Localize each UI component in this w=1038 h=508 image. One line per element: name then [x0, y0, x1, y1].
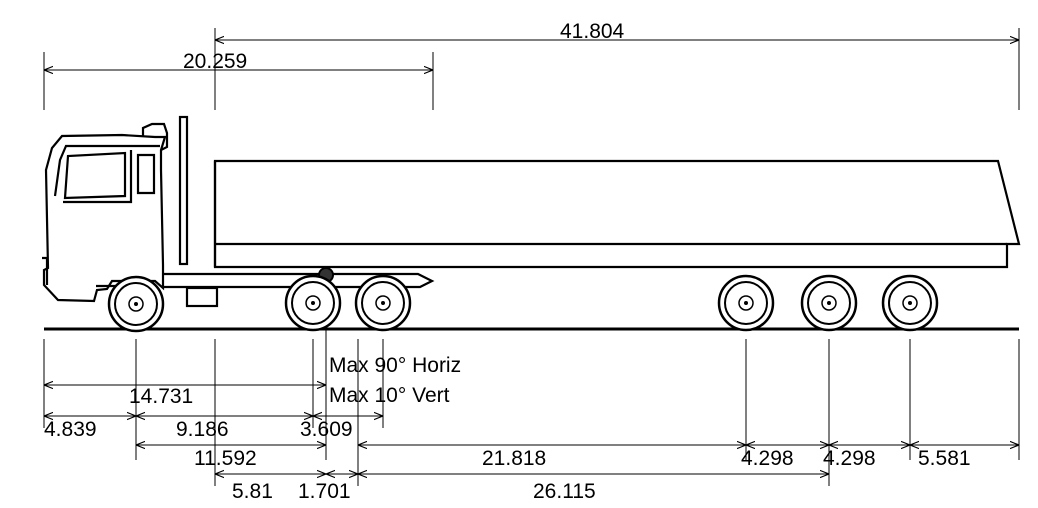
trailer	[213, 159, 1021, 269]
truck-cab	[42, 122, 169, 303]
bottom-extension-lines	[43, 339, 1020, 486]
cab-grille	[42, 256, 49, 285]
hitch-to-trailer-axle-label: 21.818	[482, 447, 546, 470]
tandem-spread-label: 3.609	[300, 418, 353, 441]
horizontal-articulation-note: Max 90° Horiz	[329, 354, 461, 377]
trailer-spacing-1-label: 4.298	[741, 447, 794, 470]
wheelbase-label: 9.186	[176, 418, 229, 441]
overall-length-label: 41.804	[560, 20, 625, 43]
cab-door-window	[63, 151, 127, 200]
cab-body	[42, 133, 167, 303]
vertical-articulation-note: Max 10° Vert	[329, 384, 450, 407]
trailer-spacing-2-label: 4.298	[823, 447, 876, 470]
bottom-dimension-arrows	[44, 385, 1019, 474]
cab-back-to-hitch-label: 5.81	[232, 480, 273, 503]
trailer-wheel-3	[881, 274, 939, 332]
rear-overhang-label: 5.581	[918, 447, 971, 470]
trailer-wheel-1	[717, 274, 775, 332]
cab-to-kingpin-label: 20.259	[183, 50, 247, 73]
front-axle-to-drive-label: 11.592	[194, 447, 257, 470]
dimension-labels: 14.731 4.839 9.186 3.609 11.592 21.818 4…	[44, 354, 971, 503]
trailer-wheel-2	[800, 274, 858, 332]
drive-wheel-2	[354, 274, 412, 332]
trailer-box	[213, 159, 1021, 269]
front-overhang-label: 4.839	[44, 418, 97, 441]
cab-roof-fairing	[141, 122, 169, 151]
cab-door-outline	[63, 150, 133, 204]
exhaust-stack	[178, 115, 189, 266]
drive-wheel-1	[284, 274, 342, 332]
cab-windshield	[53, 144, 160, 197]
hitch-to-rear-axle-label: 26.115	[533, 480, 596, 503]
hitch-offset-label: 1.701	[298, 480, 351, 503]
fuel-tank	[185, 286, 219, 308]
cab-rear-window	[136, 153, 156, 195]
front-wheel	[107, 275, 165, 333]
front-axle-to-kingpin-label: 14.731	[129, 385, 193, 408]
top-dimensions: 41.804 20.259	[43, 20, 1020, 110]
